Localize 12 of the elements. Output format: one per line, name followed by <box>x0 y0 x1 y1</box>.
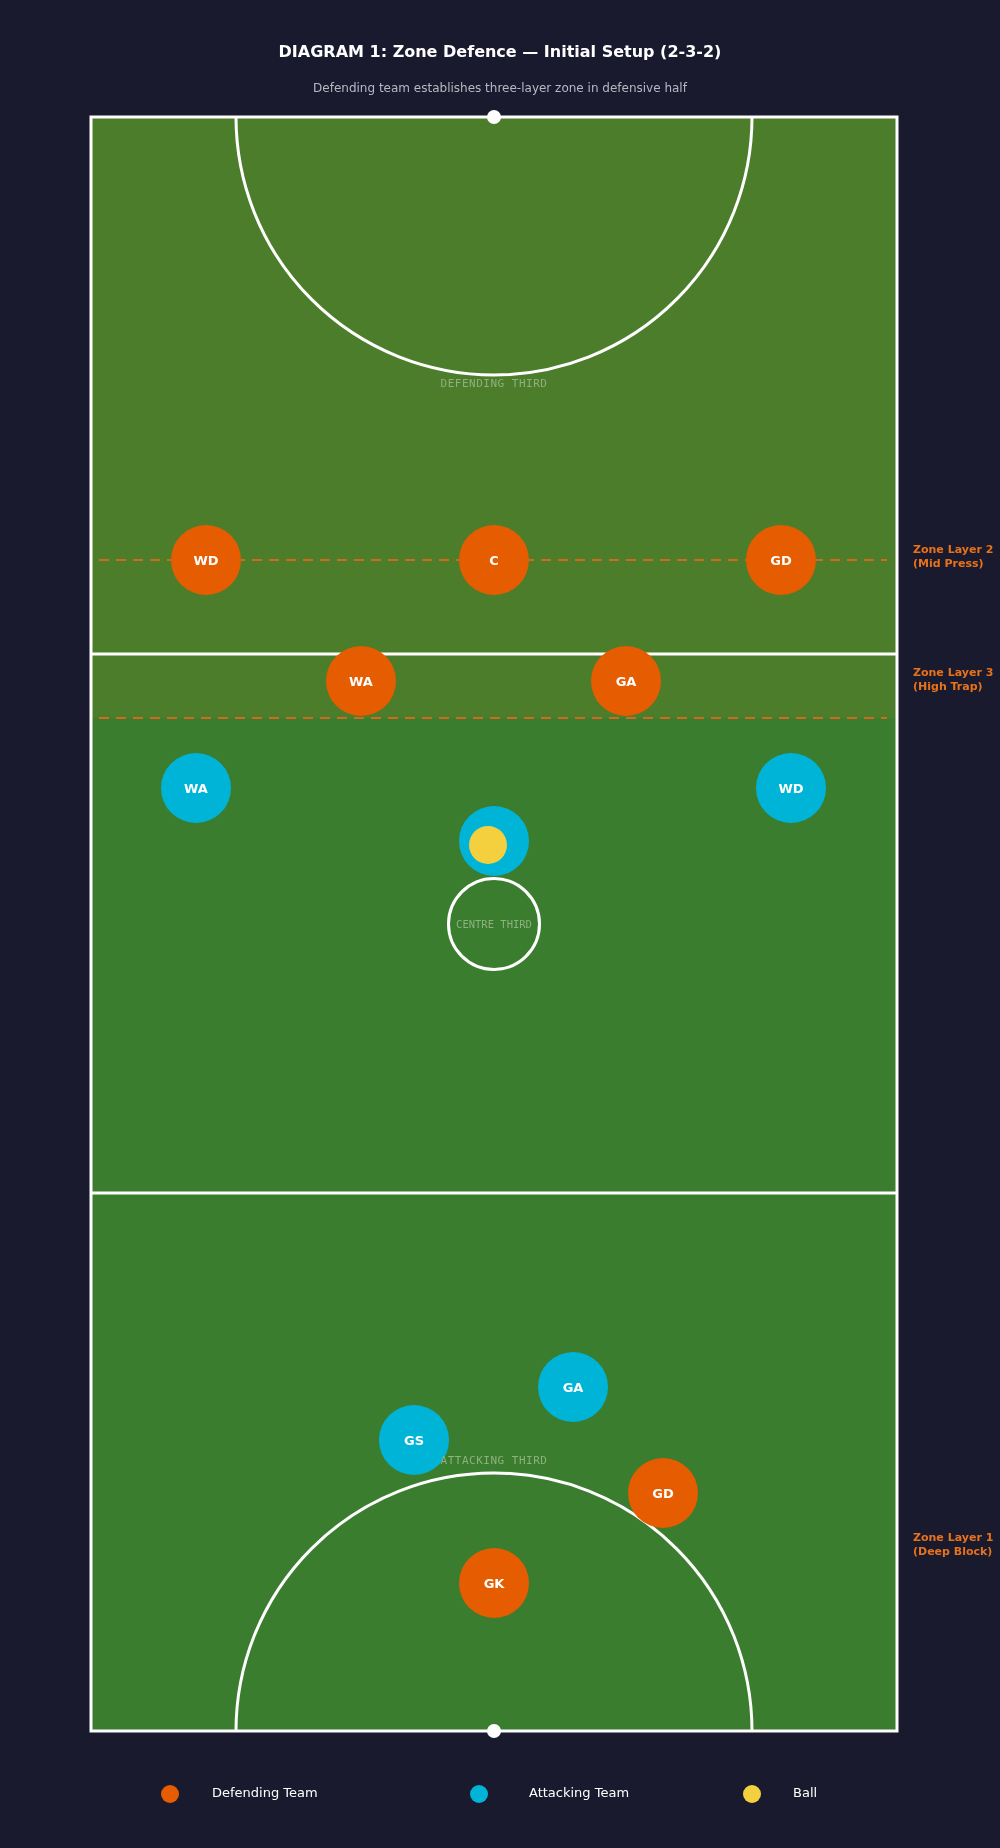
third-label: ATTACKING THIRD <box>440 1454 548 1467</box>
centre-circle: CENTRE THIRD <box>447 877 541 971</box>
legend-label: Defending Team <box>212 1785 318 1800</box>
subtitle: Defending team establishes three-layer zone in defensive half <box>312 81 689 95</box>
third-label: DEFENDING THIRD <box>440 377 548 390</box>
zone-layer-label: Zone Layer 3 (High Trap) <box>913 666 995 695</box>
legend-label: Ball <box>793 1785 818 1800</box>
zone-layer-label: Zone Layer 2 (Mid Press) <box>913 543 995 572</box>
diagram-title: DIAGRAM 1: Zone Defence — Initial Setup (2-3-2) <box>277 42 723 61</box>
legend-label: Attacking Team <box>529 1785 630 1800</box>
ball <box>469 826 507 864</box>
zone-layer-label: Zone Layer 1 (Deep Block) <box>913 1531 995 1560</box>
